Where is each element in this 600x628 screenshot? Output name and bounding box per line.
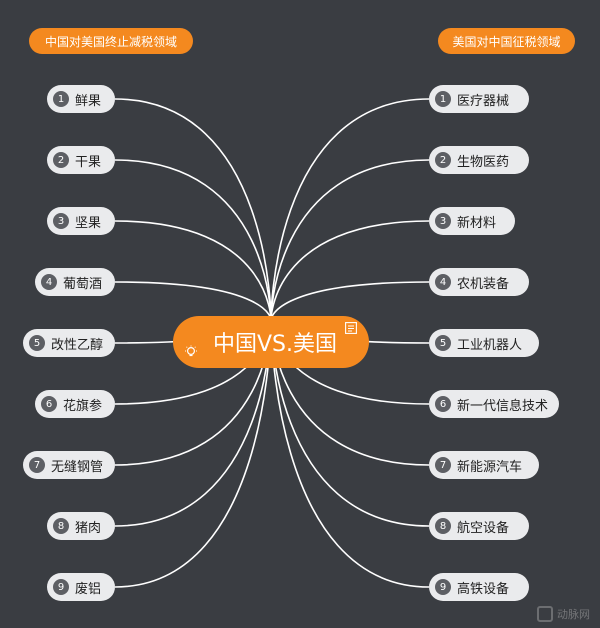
left-item-number: 3	[53, 213, 69, 229]
left-item-2[interactable]: 2 干果	[47, 146, 115, 174]
left-item-label: 葡萄酒	[63, 276, 103, 292]
left-item-5[interactable]: 5 改性乙醇	[23, 329, 115, 357]
left-connector-4	[114, 281, 272, 321]
watermark: 动脉网	[537, 606, 590, 622]
right-item-label: 新能源汽车	[457, 459, 523, 475]
right-item-number: 1	[435, 91, 451, 107]
brand-logo-icon	[537, 606, 553, 622]
right-item-number: 8	[435, 518, 451, 534]
right-item-3[interactable]: 3 新材料	[429, 207, 515, 235]
left-item-label: 改性乙醇	[51, 337, 104, 353]
lightbulb-icon	[185, 345, 197, 357]
right-item-number: 7	[435, 457, 451, 473]
right-item-6[interactable]: 6 新一代信息技术	[429, 390, 559, 418]
central-topic[interactable]: 中国VS.美国	[173, 316, 369, 368]
left-item-number: 6	[41, 396, 57, 412]
right-item-label: 生物医药	[457, 154, 510, 170]
left-item-6[interactable]: 6 花旗参	[35, 390, 115, 418]
left-branch-heading: 中国对美国终止减税领域	[29, 28, 193, 54]
right-item-9[interactable]: 9 高铁设备	[429, 573, 529, 601]
right-item-number: 5	[435, 335, 451, 351]
left-item-label: 废铝	[75, 581, 102, 597]
left-item-number: 9	[53, 579, 69, 595]
right-item-label: 新一代信息技术	[457, 398, 549, 414]
right-item-4[interactable]: 4 农机装备	[429, 268, 529, 296]
left-item-number: 8	[53, 518, 69, 534]
right-item-number: 2	[435, 152, 451, 168]
right-item-label: 医疗器械	[457, 93, 510, 109]
right-item-8[interactable]: 8 航空设备	[429, 512, 529, 540]
watermark-text: 动脉网	[557, 608, 590, 621]
right-item-5[interactable]: 5 工业机器人	[429, 329, 539, 357]
left-item-number: 4	[41, 274, 57, 290]
left-item-7[interactable]: 7 无缝钢管	[23, 451, 115, 479]
left-connector-3	[114, 220, 272, 321]
right-item-2[interactable]: 2 生物医药	[429, 146, 529, 174]
left-branch-heading-text: 中国对美国终止减税领域	[44, 34, 177, 49]
left-connector-2	[114, 159, 272, 321]
left-item-9[interactable]: 9 废铝	[47, 573, 115, 601]
right-item-1[interactable]: 1 医疗器械	[429, 85, 529, 113]
right-item-number: 4	[435, 274, 451, 290]
left-item-label: 干果	[75, 154, 102, 170]
right-item-number: 9	[435, 579, 451, 595]
right-item-number: 6	[435, 396, 451, 412]
left-item-number: 2	[53, 152, 69, 168]
right-item-label: 航空设备	[457, 520, 510, 536]
left-item-1[interactable]: 1 鲜果	[47, 85, 115, 113]
central-topic-title: 中国VS.美国	[212, 332, 337, 357]
right-branch-heading-text: 美国对中国征税领域	[452, 34, 561, 49]
right-branch-heading: 美国对中国征税领域	[438, 28, 575, 54]
left-item-label: 猪肉	[75, 520, 102, 536]
right-item-number: 3	[435, 213, 451, 229]
right-item-label: 新材料	[457, 215, 497, 231]
left-item-number: 1	[53, 91, 69, 107]
note-icon[interactable]	[345, 322, 357, 334]
right-connector-3	[270, 220, 430, 321]
right-item-label: 工业机器人	[457, 337, 523, 353]
left-item-number: 7	[29, 457, 45, 473]
left-item-label: 花旗参	[63, 398, 103, 414]
right-connector-4	[270, 281, 430, 321]
left-item-number: 5	[29, 335, 45, 351]
left-item-4[interactable]: 4 葡萄酒	[35, 268, 115, 296]
right-item-7[interactable]: 7 新能源汽车	[429, 451, 539, 479]
left-item-label: 坚果	[75, 215, 102, 231]
left-item-label: 无缝钢管	[51, 459, 104, 475]
left-item-3[interactable]: 3 坚果	[47, 207, 115, 235]
right-item-label: 高铁设备	[457, 581, 510, 597]
right-item-label: 农机装备	[457, 276, 510, 292]
right-connector-2	[270, 159, 430, 321]
left-item-8[interactable]: 8 猪肉	[47, 512, 115, 540]
left-item-label: 鲜果	[75, 93, 102, 109]
